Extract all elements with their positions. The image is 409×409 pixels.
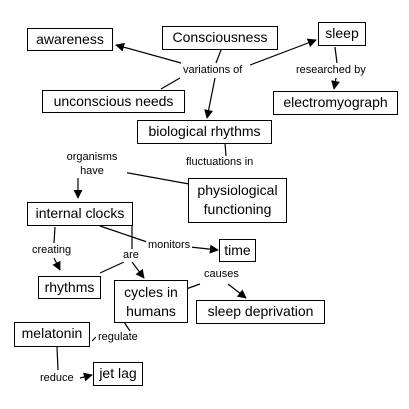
concept-physiological-functioning[interactable]: physiological functioning [188, 178, 287, 223]
link-line [53, 226, 56, 244]
link-label-monitors: monitors [146, 239, 193, 252]
link-line [122, 171, 190, 185]
link-line [160, 77, 181, 90]
link-label-regulate: regulate [96, 331, 140, 344]
link-line [56, 346, 59, 371]
link-line [227, 283, 247, 299]
link-label-creating: creating [30, 244, 74, 257]
concept-biological-rhythms[interactable]: biological rhythms [137, 120, 272, 144]
link-line [189, 244, 219, 254]
concept-melatonin[interactable]: melatonin [14, 322, 90, 347]
link-label-organisms-have: organisms have [57, 150, 127, 178]
link-line [204, 77, 216, 119]
concept-sleep-deprivation[interactable]: sleep deprivation [196, 300, 325, 324]
link-line [91, 336, 97, 342]
concept-time[interactable]: time [219, 239, 256, 262]
link-line [52, 257, 61, 271]
link-label-variations-of: variations of [181, 64, 245, 77]
concept-consciousness[interactable]: Consciousness [162, 26, 278, 50]
link-label-are: are [121, 249, 141, 262]
concept-unconscious-needs[interactable]: unconscious needs [42, 90, 185, 113]
concept-jet-lag[interactable]: jet lag [93, 362, 143, 386]
link-label-fluctuations-in: fluctuations in [184, 156, 256, 169]
concept-sleep[interactable]: sleep [318, 22, 366, 46]
link-line [224, 142, 227, 157]
link-line [131, 261, 145, 279]
link-line [331, 77, 340, 90]
link-line [185, 283, 201, 290]
link-line [79, 372, 93, 382]
concept-cycles-in-humans[interactable]: cycles in humans [114, 280, 188, 323]
link-label-researched-by: researched by [294, 64, 368, 77]
link-line [215, 49, 222, 64]
link-line [115, 42, 182, 64]
link-line [99, 261, 125, 274]
concept-rhythms[interactable]: rhythms [38, 276, 101, 299]
concept-internal-clocks[interactable]: internal clocks [27, 202, 133, 226]
link-line [334, 46, 338, 64]
concept-awareness[interactable]: awareness [27, 28, 113, 51]
link-line [123, 321, 131, 332]
link-label-causes: causes [202, 268, 241, 281]
link-line [99, 225, 151, 244]
link-label-reduce: reduce [38, 372, 76, 385]
link-line [249, 38, 317, 66]
concept-electromyograph[interactable]: electromyograph [273, 91, 398, 115]
